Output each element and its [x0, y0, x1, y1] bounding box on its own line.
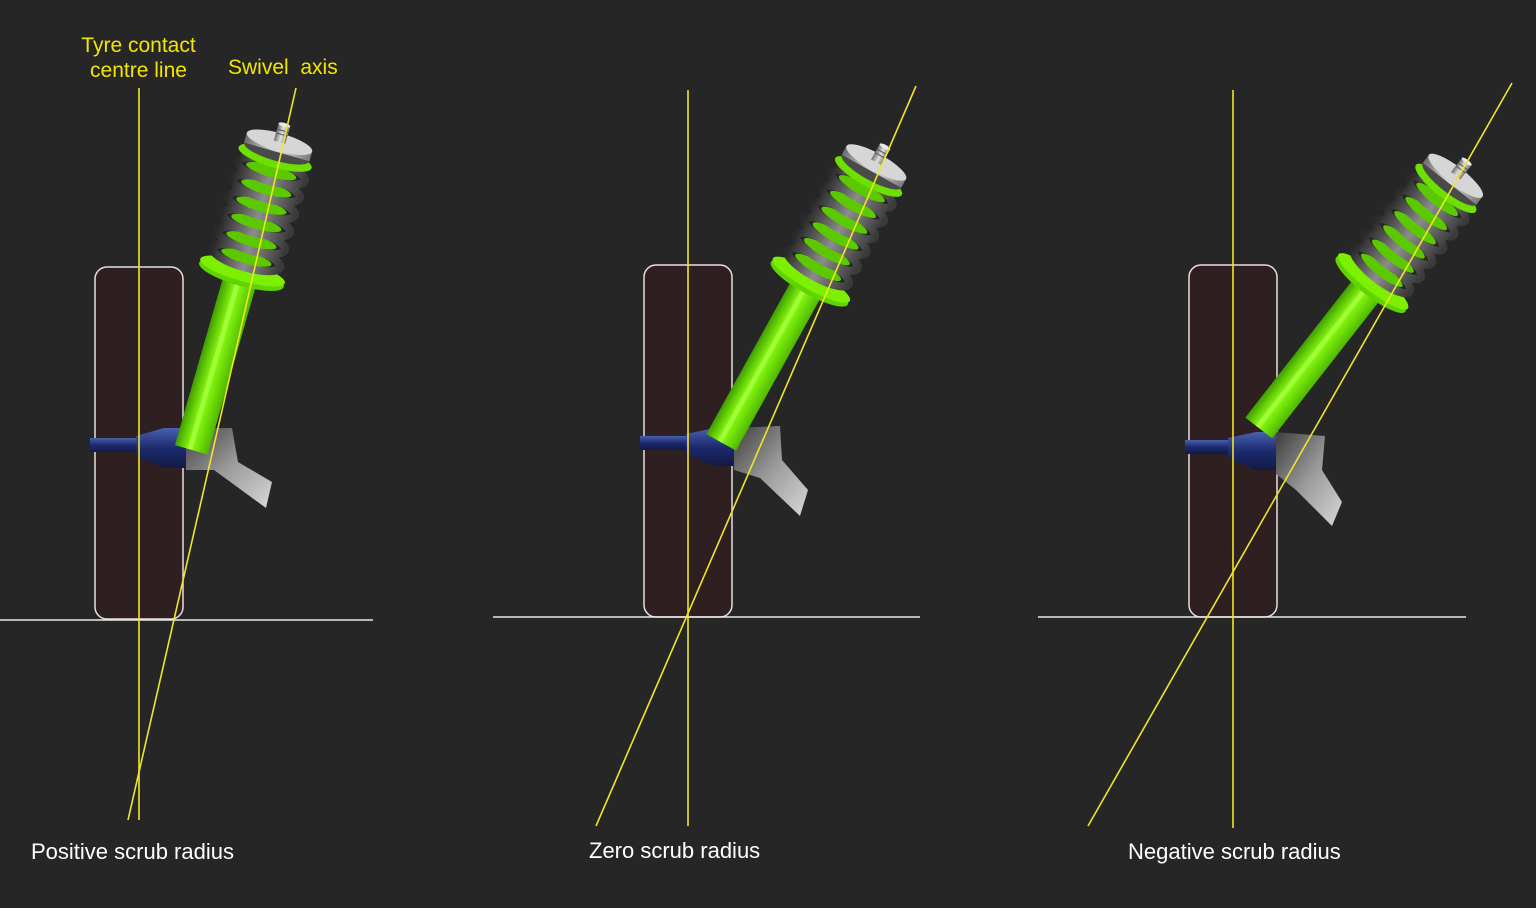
panel-positive-scrub [0, 87, 373, 821]
panel-zero-scrub [493, 85, 924, 827]
swivel-axis-line [595, 85, 917, 827]
tyre-contact-label-line2: centre line [90, 59, 187, 82]
tyre-contact-label-line1: Tyre contact [81, 34, 196, 57]
caption-zero: Zero scrub radius [589, 838, 761, 863]
wheel-hub [1185, 432, 1276, 470]
swivel-axis-label: Swivel axis [228, 56, 338, 79]
wheel-hub [90, 428, 186, 468]
tyre-contact-label: Tyre contact centre line [66, 33, 211, 83]
steering-knuckle [1275, 432, 1342, 526]
swivel-axis-line [127, 87, 297, 821]
steering-knuckle [732, 426, 808, 516]
caption-negative: Negative scrub radius [1128, 839, 1341, 864]
panel-negative-scrub [1038, 82, 1513, 828]
caption-positive: Positive scrub radius [31, 839, 234, 864]
swivel-axis-line [1087, 82, 1513, 827]
